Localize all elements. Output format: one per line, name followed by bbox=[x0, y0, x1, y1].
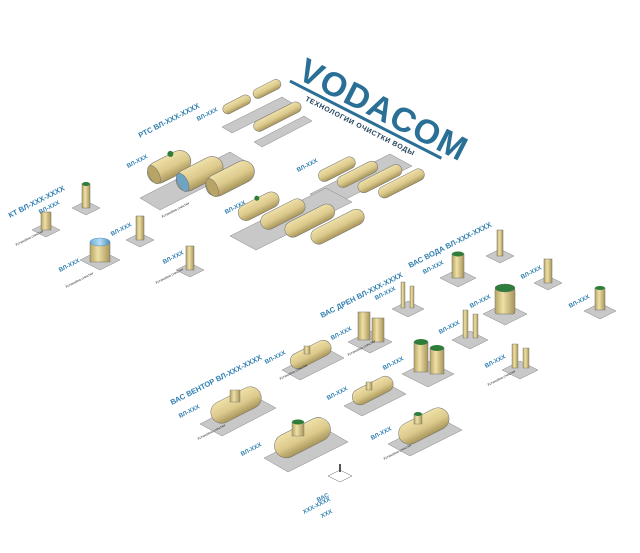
group-label-rts: РТС ВЛ-ХХХ-ХХХХ bbox=[137, 101, 201, 140]
tank bbox=[594, 287, 606, 311]
unit-label: ВЛ-ХХХ bbox=[484, 354, 507, 370]
equipment-unit[interactable] bbox=[252, 100, 313, 148]
tank bbox=[413, 341, 429, 373]
hatch bbox=[167, 150, 174, 157]
equipment-unit[interactable]: ВЛ-ХХХ Установка очистки bbox=[155, 245, 205, 285]
hatch bbox=[254, 195, 260, 201]
unit-label: ВЛ-ХХХ bbox=[438, 320, 461, 336]
equipment-unit[interactable]: ВЛ-ХХХ bbox=[224, 156, 367, 271]
unit-label: ВЛ-ХХХ bbox=[240, 442, 263, 458]
tank bbox=[284, 203, 335, 238]
platform bbox=[451, 330, 489, 350]
equipment-unit[interactable]: ВЛ-ХХХ Установка очистки bbox=[330, 311, 393, 357]
legend-symbol bbox=[327, 469, 353, 483]
hatch bbox=[292, 419, 304, 425]
tank bbox=[409, 285, 415, 309]
unit-caption: Установка очистки bbox=[487, 369, 516, 387]
equipment-unit[interactable]: ВЛ-ХХХ Установка очистки bbox=[58, 237, 121, 289]
tank bbox=[522, 347, 530, 369]
brand-logo: VODACOM ТЕХНОЛОГИИ ОЧИСТКИ ВОДЫ bbox=[289, 51, 474, 169]
unit-label: ВЛ-ХХХ bbox=[58, 258, 81, 274]
hatch bbox=[595, 286, 605, 290]
tank bbox=[185, 245, 195, 271]
tank bbox=[40, 211, 52, 231]
legend: ВАС ХХХ-ХХХХ ХХХ bbox=[302, 464, 353, 520]
tank bbox=[357, 164, 403, 194]
platform bbox=[391, 300, 425, 318]
legend-line3: ХХХ bbox=[320, 509, 333, 520]
hatch bbox=[452, 251, 464, 257]
equipment-unit[interactable]: ВЛ-ХХХ bbox=[520, 258, 563, 291]
equipment-unit[interactable]: ВЛ-ХХХ bbox=[110, 215, 155, 248]
dome bbox=[89, 237, 111, 247]
tank bbox=[472, 313, 479, 339]
unit-label: ВЛ-ХХХ bbox=[178, 404, 201, 420]
unit-label: ВЛ-ХХХ bbox=[469, 294, 492, 310]
equipment-unit[interactable]: ВЛ-ХХХ Установка очистки bbox=[370, 404, 463, 461]
unit-label: ВЛ-ХХХ bbox=[568, 294, 591, 310]
unit-label: ВЛ-ХХХ bbox=[126, 154, 149, 170]
tank bbox=[400, 281, 406, 309]
unit-label: ВЛ-ХХХ bbox=[422, 260, 445, 276]
tank bbox=[81, 183, 91, 209]
equipment-unit[interactable]: ВЛ-ХХХ bbox=[382, 339, 455, 388]
platform bbox=[253, 115, 313, 148]
unit-label: ВЛ-ХХХ bbox=[162, 250, 185, 266]
unit-label: ВЛ-ХХХ bbox=[326, 386, 349, 402]
hatch bbox=[82, 182, 90, 186]
tank bbox=[318, 156, 356, 182]
tank bbox=[253, 101, 302, 132]
equipment-unit[interactable] bbox=[485, 229, 515, 264]
unit-label: ВЛ-ХХХ bbox=[264, 350, 287, 366]
equipment-unit[interactable]: ВЛ-ХХХ Установка очистки bbox=[264, 337, 345, 381]
tank bbox=[135, 215, 145, 241]
equipment-unit[interactable]: Установка очистки bbox=[15, 211, 61, 247]
hatch bbox=[414, 339, 428, 345]
platform bbox=[583, 302, 617, 320]
tank bbox=[252, 79, 282, 99]
tank bbox=[543, 258, 553, 284]
unit-label: ВЛ-ХХХ bbox=[296, 158, 319, 174]
hatch bbox=[430, 345, 444, 351]
tank bbox=[371, 317, 385, 343]
equipment-unit[interactable]: ВЛ-ХХХ bbox=[326, 373, 407, 417]
unit-label: ВЛ-ХХХ bbox=[370, 426, 393, 442]
equipment-unit[interactable]: ВЛ-ХХХ Установка очистки bbox=[484, 343, 539, 387]
tank bbox=[462, 309, 469, 339]
unit-caption: Установка очистки bbox=[155, 267, 184, 285]
tank bbox=[260, 198, 306, 230]
unit-label: ВЛ-ХХХ bbox=[520, 265, 543, 281]
tank bbox=[496, 229, 504, 257]
hatch bbox=[414, 412, 422, 416]
tank bbox=[511, 343, 519, 369]
unit-caption: Установка очистки bbox=[15, 229, 44, 247]
logo-underline bbox=[289, 79, 443, 160]
tank bbox=[451, 253, 465, 279]
legend-line1: ВАС bbox=[316, 492, 331, 503]
group-label-vas-voda: ВАС ВОДА ВЛ-ХХХ-ХХХХ bbox=[407, 220, 493, 270]
equipment-unit[interactable]: ВЛ-ХХХ bbox=[469, 283, 528, 326]
tank bbox=[429, 347, 445, 375]
tank bbox=[222, 94, 251, 115]
unit-label: ВЛ-ХХХ bbox=[110, 222, 133, 238]
unit-caption: Установка очистки bbox=[65, 271, 94, 289]
hatch bbox=[494, 283, 516, 293]
tank bbox=[357, 311, 371, 341]
equipment-unit[interactable]: ВЛ-ХХХ bbox=[438, 309, 489, 350]
unit-label: ВЛ-ХХХ bbox=[330, 326, 353, 342]
unit-label: ВЛ-ХХХ bbox=[382, 356, 405, 372]
tank bbox=[378, 168, 425, 199]
equipment-unit[interactable]: ВЛ-ХХХ bbox=[568, 286, 617, 320]
tank bbox=[337, 160, 379, 188]
tank bbox=[310, 208, 365, 245]
equipment-unit[interactable]: ВЛ-ХХХ bbox=[240, 413, 349, 473]
equipment-unit[interactable]: ВЛ-ХХХ bbox=[196, 78, 293, 134]
